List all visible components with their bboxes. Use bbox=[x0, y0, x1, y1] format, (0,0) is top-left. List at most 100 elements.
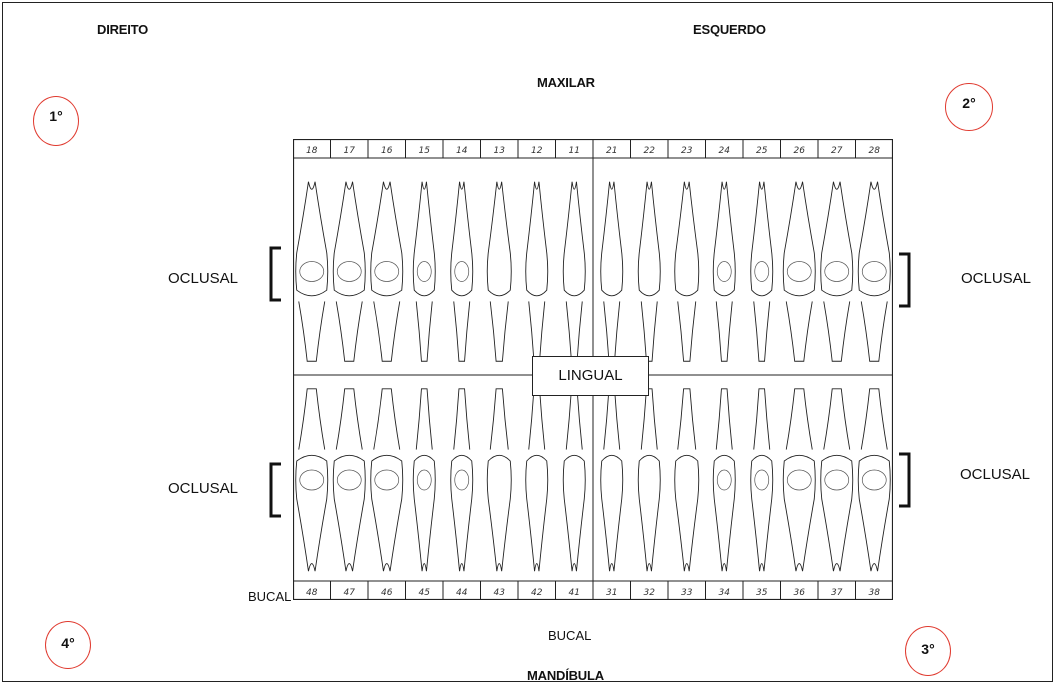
tooth-number-upper: 26 bbox=[794, 146, 806, 156]
lower-tooth-32 bbox=[638, 455, 660, 571]
tooth-number-upper: 21 bbox=[606, 146, 617, 156]
lower-tooth-root-32 bbox=[641, 389, 657, 450]
tooth-number-lower: 43 bbox=[494, 588, 506, 598]
bracket-lower-left bbox=[895, 452, 915, 508]
lower-tooth-42 bbox=[526, 455, 548, 571]
lower-tooth-root-33 bbox=[678, 389, 696, 450]
tooth-number-lower: 31 bbox=[606, 588, 617, 598]
upper-tooth-root-18 bbox=[299, 301, 325, 361]
lingual-label-box: LINGUAL bbox=[532, 356, 649, 396]
lower-tooth-root-35 bbox=[754, 389, 770, 450]
left-side-label: ESQUERDO bbox=[693, 22, 766, 37]
upper-occlusal-17 bbox=[337, 262, 361, 282]
lower-tooth-46 bbox=[371, 455, 403, 571]
lower-tooth-root-44 bbox=[454, 389, 470, 450]
lower-tooth-41 bbox=[563, 455, 585, 571]
tooth-number-lower: 44 bbox=[456, 588, 468, 598]
tooth-number-lower: 47 bbox=[344, 588, 356, 598]
upper-tooth-14 bbox=[451, 182, 473, 296]
bracket-upper-right bbox=[265, 246, 285, 302]
tooth-number-lower: 33 bbox=[681, 588, 693, 598]
lower-tooth-36 bbox=[783, 455, 815, 571]
upper-tooth-18 bbox=[296, 182, 328, 296]
tooth-number-upper: 24 bbox=[719, 146, 731, 156]
tooth-number-upper: 22 bbox=[644, 146, 656, 156]
upper-tooth-13 bbox=[487, 182, 511, 296]
tooth-number-upper: 23 bbox=[681, 146, 693, 156]
bucal-label-side: BUCAL bbox=[248, 589, 291, 604]
upper-tooth-root-21 bbox=[604, 301, 620, 361]
upper-occlusal-26 bbox=[787, 262, 811, 282]
quadrant-3-marker: 3° bbox=[905, 626, 951, 676]
bracket-lower-right bbox=[265, 462, 285, 518]
upper-occlusal-24 bbox=[717, 262, 731, 282]
tooth-number-upper: 17 bbox=[344, 146, 356, 156]
tooth-number-upper: 15 bbox=[419, 146, 431, 156]
upper-tooth-27 bbox=[821, 182, 853, 296]
lower-tooth-37 bbox=[821, 455, 853, 571]
lower-tooth-root-47 bbox=[336, 389, 362, 450]
lower-occlusal-35 bbox=[755, 470, 769, 490]
tooth-number-upper: 12 bbox=[531, 146, 543, 156]
tooth-number-upper: 28 bbox=[869, 146, 881, 156]
upper-tooth-root-15 bbox=[416, 301, 432, 361]
upper-tooth-root-16 bbox=[374, 301, 400, 361]
lower-tooth-root-48 bbox=[299, 389, 325, 450]
tooth-number-upper: 14 bbox=[456, 146, 468, 156]
lower-tooth-43 bbox=[487, 455, 511, 571]
lower-tooth-31 bbox=[601, 455, 623, 571]
upper-tooth-17 bbox=[333, 182, 365, 296]
lower-tooth-root-34 bbox=[716, 389, 732, 450]
lower-occlusal-36 bbox=[787, 470, 811, 490]
tooth-number-upper: 16 bbox=[381, 146, 393, 156]
quadrant-4-marker: 4° bbox=[45, 621, 91, 669]
oclusal-label-upper-right: OCLUSAL bbox=[168, 270, 238, 287]
tooth-number-lower: 37 bbox=[831, 588, 843, 598]
upper-tooth-root-14 bbox=[454, 301, 470, 361]
lower-tooth-48 bbox=[296, 455, 328, 571]
lower-occlusal-44 bbox=[455, 470, 469, 490]
upper-tooth-root-28 bbox=[861, 301, 887, 361]
upper-tooth-16 bbox=[371, 182, 403, 296]
tooth-number-lower: 32 bbox=[644, 588, 656, 598]
upper-tooth-root-22 bbox=[641, 301, 657, 361]
lower-occlusal-37 bbox=[825, 470, 849, 490]
upper-tooth-root-23 bbox=[678, 301, 696, 361]
upper-tooth-root-24 bbox=[716, 301, 732, 361]
tooth-number-lower: 41 bbox=[569, 588, 580, 598]
lower-tooth-root-38 bbox=[861, 389, 887, 450]
upper-tooth-root-12 bbox=[529, 301, 545, 361]
upper-tooth-12 bbox=[526, 182, 548, 296]
quadrant-1-marker: 1° bbox=[33, 96, 79, 146]
tooth-number-lower: 36 bbox=[794, 588, 806, 598]
lower-occlusal-45 bbox=[417, 470, 431, 490]
upper-tooth-28 bbox=[858, 182, 890, 296]
tooth-number-lower: 35 bbox=[756, 588, 768, 598]
upper-tooth-root-26 bbox=[786, 301, 812, 361]
upper-occlusal-18 bbox=[300, 262, 324, 282]
lower-tooth-root-45 bbox=[416, 389, 432, 450]
tooth-number-lower: 34 bbox=[719, 588, 731, 598]
upper-occlusal-28 bbox=[862, 262, 886, 282]
upper-tooth-root-17 bbox=[336, 301, 362, 361]
bucal-label-bottom: BUCAL bbox=[548, 628, 591, 643]
right-side-label: DIREITO bbox=[97, 22, 148, 37]
lower-tooth-root-37 bbox=[824, 389, 850, 450]
tooth-number-upper: 27 bbox=[831, 146, 843, 156]
tooth-number-lower: 45 bbox=[419, 588, 431, 598]
mandibula-label: MANDÍBULA bbox=[527, 668, 604, 683]
tooth-number-upper: 25 bbox=[756, 146, 768, 156]
upper-occlusal-14 bbox=[455, 262, 469, 282]
lower-tooth-root-46 bbox=[374, 389, 400, 450]
tooth-number-lower: 46 bbox=[381, 588, 393, 598]
tooth-number-upper: 13 bbox=[494, 146, 506, 156]
lower-occlusal-48 bbox=[300, 470, 324, 490]
lower-tooth-33 bbox=[675, 455, 699, 571]
upper-tooth-root-25 bbox=[754, 301, 770, 361]
lower-occlusal-38 bbox=[862, 470, 886, 490]
lower-tooth-34 bbox=[713, 455, 735, 571]
upper-tooth-25 bbox=[751, 182, 773, 296]
lower-tooth-root-31 bbox=[604, 389, 620, 450]
lower-occlusal-46 bbox=[375, 470, 399, 490]
